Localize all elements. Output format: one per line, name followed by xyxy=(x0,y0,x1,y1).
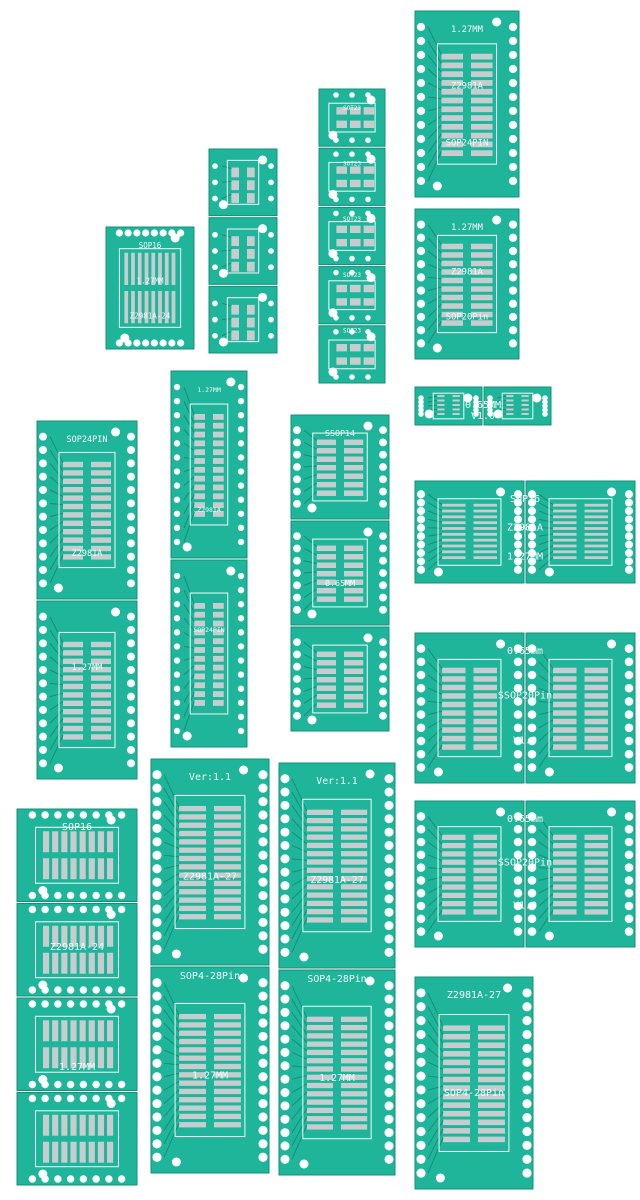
pcb-board-sot23-strip-a xyxy=(208,148,278,354)
silkscreen-label: SOT23 xyxy=(343,161,361,168)
silkscreen-label: SOP4-28Pin xyxy=(180,971,240,982)
silkscreen-label: SOT23 xyxy=(343,216,361,223)
silkscreen-label: 1.27MM xyxy=(72,663,103,673)
pcb-board-sop16-small: SOP16 1.27MM Z2981A-24 xyxy=(105,226,195,350)
silkscreen-label: SOP24PIN xyxy=(446,138,489,148)
silkscreen-label: 0.65MM xyxy=(325,578,355,588)
silkscreen-label: Z2981A-24 xyxy=(130,312,171,321)
silkscreen-label: Z2981A xyxy=(72,549,103,559)
silkscreen-label: 1.27MM xyxy=(507,551,543,562)
silkscreen-label: Ver:1.1 xyxy=(189,772,231,783)
silkscreen-label: Z2981A xyxy=(197,506,221,514)
silkscreen-label: Z2981A xyxy=(507,523,543,534)
silkscreen-label: SOP4-28Pin xyxy=(444,1088,504,1099)
silkscreen-label: SSOP14 xyxy=(325,428,355,438)
silkscreen-label: SSOP20Pin xyxy=(498,691,552,702)
silkscreen-label: 1.27MM xyxy=(451,25,483,35)
silkscreen-label: Z2981A xyxy=(451,268,484,278)
silkscreen-label: SOP4-28Pin xyxy=(307,974,366,985)
pcb-board-ssop14: SSOP14 0.65MM xyxy=(290,414,390,732)
silkscreen-label: 0.65MM xyxy=(465,400,501,411)
silkscreen-label: 1.27MM xyxy=(197,386,221,394)
silkscreen-label: SOP16 xyxy=(139,241,162,250)
silkscreen-label: SOP16 xyxy=(510,494,540,505)
silkscreen-label: SSOP20Pin xyxy=(498,857,552,868)
silkscreen-label: SOP24PIN xyxy=(67,435,108,445)
silkscreen-label: SOP24PIN xyxy=(193,626,224,634)
pcb-board-sop24-left: SOP24PIN Z2981A 1.27MM xyxy=(36,420,138,780)
silkscreen-label: V1.0 xyxy=(471,411,495,422)
pcb-board-sop24-top: 1.27MM Z2981A SOP24PIN xyxy=(414,10,520,198)
silkscreen-label: V1.0 xyxy=(513,901,537,912)
silkscreen-label: 1.27MM xyxy=(451,223,483,233)
silkscreen-label: 1.27MM xyxy=(136,276,164,285)
silkscreen-label: Z2981A-24 xyxy=(50,942,104,953)
silkscreen-label: SOT23 xyxy=(343,105,361,112)
silkscreen-label: 0.65mm xyxy=(507,814,543,825)
silkscreen-label: V1.0 xyxy=(513,735,537,746)
silkscreen-label: 1.27MM xyxy=(59,1062,95,1073)
silkscreen-label: Z2981A-27 xyxy=(310,875,363,886)
silkscreen-label: Z2981A xyxy=(451,82,484,92)
pcb-board-sop20-top: 1.27MM Z2981A SOP20Pin xyxy=(414,208,520,360)
silkscreen-label: Z2981A-27 xyxy=(447,990,501,1001)
pcb-board-sop24-mid: 1.27MM Z2981A SOP24PIN xyxy=(170,370,248,748)
silkscreen-label: Z2981A-27 xyxy=(183,872,237,883)
silkscreen-label: SOT23 xyxy=(343,272,361,279)
silkscreen-label: SOP20Pin xyxy=(446,312,489,322)
silkscreen-label: SOT23 xyxy=(343,327,361,334)
silkscreen-label: 1.27MM xyxy=(319,1073,355,1084)
silkscreen-label: Ver:1.1 xyxy=(316,776,358,787)
silkscreen-label: SOP16 xyxy=(62,822,92,833)
silkscreen-label: 0.65mm xyxy=(507,646,543,657)
silkscreen-label: 1.27MM xyxy=(192,1071,228,1082)
